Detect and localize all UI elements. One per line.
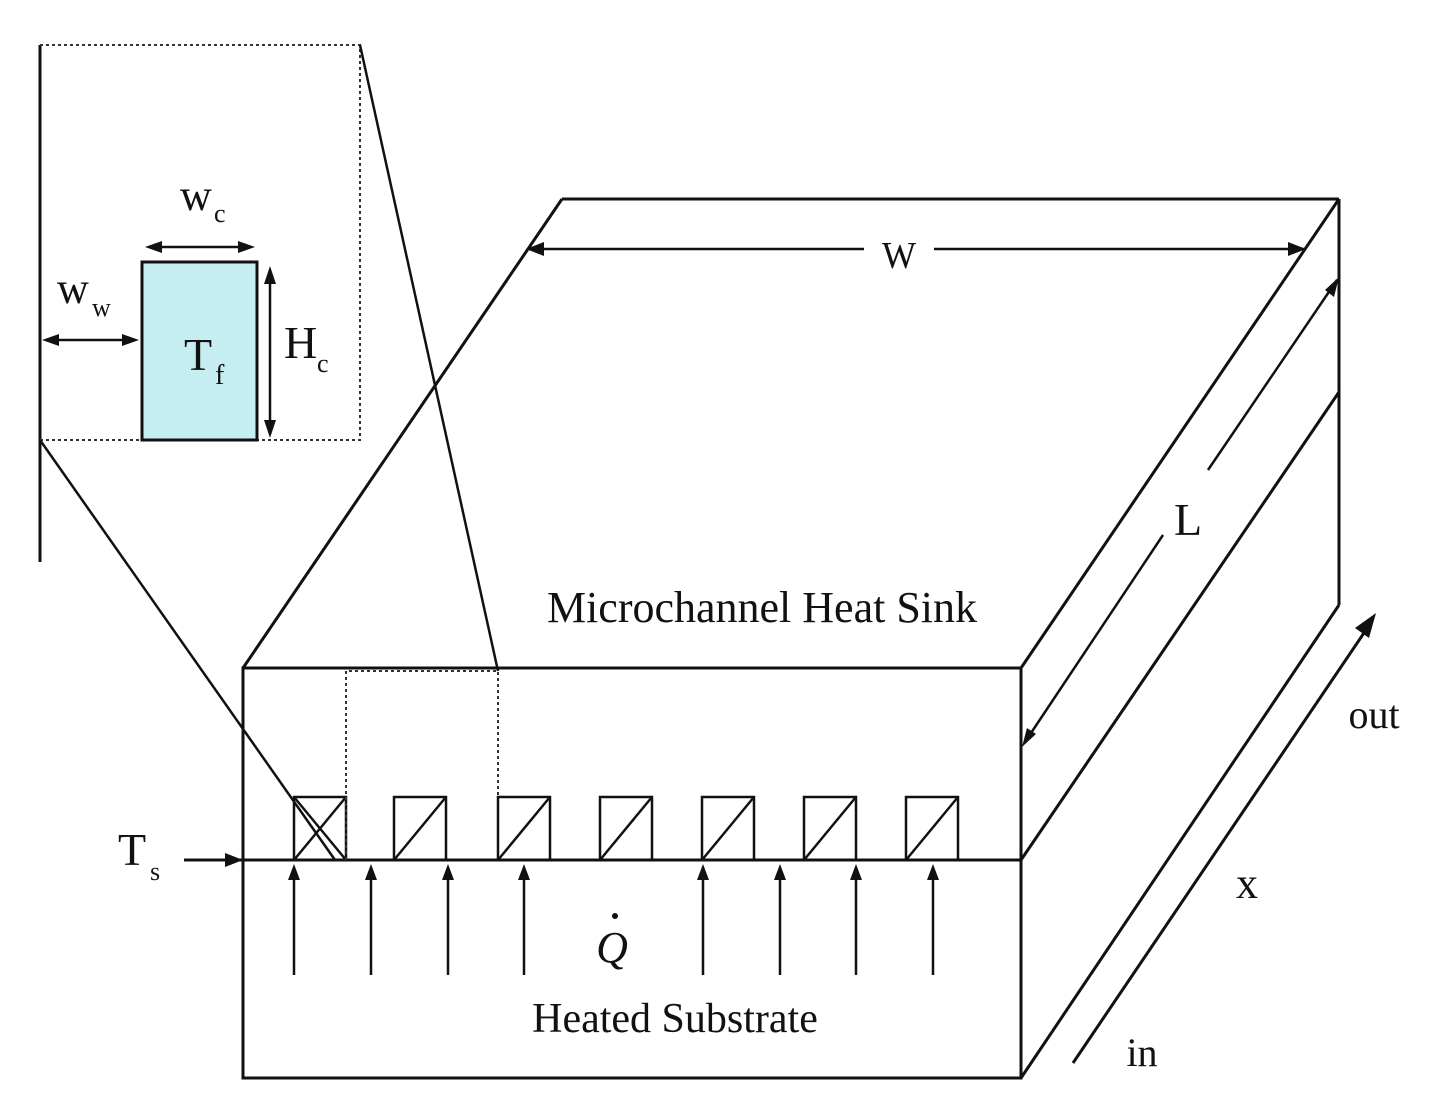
channel xyxy=(392,795,448,862)
channel-width-base: w xyxy=(180,171,212,220)
fluid-temp-base: T xyxy=(184,329,212,380)
heat-arrow xyxy=(697,864,709,975)
flow-direction-arrow xyxy=(1071,613,1376,1064)
wall-width-sub: w xyxy=(92,293,111,322)
heat-arrow xyxy=(288,864,300,975)
length-label: L xyxy=(1174,494,1202,545)
substrate-label: Heated Substrate xyxy=(532,996,818,1042)
heat-rate-label: Q xyxy=(596,913,628,972)
unit-cell-outline xyxy=(345,670,499,860)
channel xyxy=(904,795,960,862)
surface-temp-arrowhead xyxy=(225,853,243,867)
heat-rate-symbol: Q xyxy=(596,923,628,972)
channel xyxy=(496,795,552,862)
fluid-temp-sub: f xyxy=(215,360,225,391)
inlet-label: in xyxy=(1126,1030,1157,1075)
heat-arrow xyxy=(927,864,939,975)
channel xyxy=(598,795,654,862)
wall-width-base: w xyxy=(57,264,89,313)
heat-arrow xyxy=(774,864,786,975)
channel-width-sub: c xyxy=(214,199,226,228)
heat-arrow xyxy=(850,864,862,975)
channel-height-label: H c xyxy=(284,317,329,378)
channel-highlighted xyxy=(292,795,348,862)
diagram-title: Microchannel Heat Sink xyxy=(547,583,977,632)
channel-height-sub: c xyxy=(317,349,329,378)
fluid-temp-label: T f xyxy=(184,329,225,391)
outlet-label: out xyxy=(1348,692,1399,737)
surface-temp-sub: s xyxy=(150,857,160,886)
detail-inset xyxy=(38,44,500,861)
axis-label: x xyxy=(1236,859,1258,908)
heat-arrow xyxy=(518,864,530,975)
surface-temp-base: T xyxy=(118,824,146,875)
channel-cross-section xyxy=(140,260,259,442)
microchannel-row xyxy=(292,795,960,862)
heat-arrow xyxy=(365,864,377,975)
length-dimension xyxy=(1022,277,1339,747)
heat-flux-arrows xyxy=(288,864,939,975)
channel-height-base: H xyxy=(284,317,317,368)
channel xyxy=(802,795,858,862)
width-dimension xyxy=(526,242,1306,256)
heat-rate-dot xyxy=(612,913,618,919)
channel-width-label: w c xyxy=(180,171,226,228)
surface-temp-label: T s xyxy=(118,824,160,886)
wall-width-label: w w xyxy=(57,264,111,322)
width-label: W xyxy=(882,235,916,277)
heat-arrow xyxy=(442,864,454,975)
channel xyxy=(700,795,756,862)
heat-sink-body xyxy=(184,197,1341,1080)
